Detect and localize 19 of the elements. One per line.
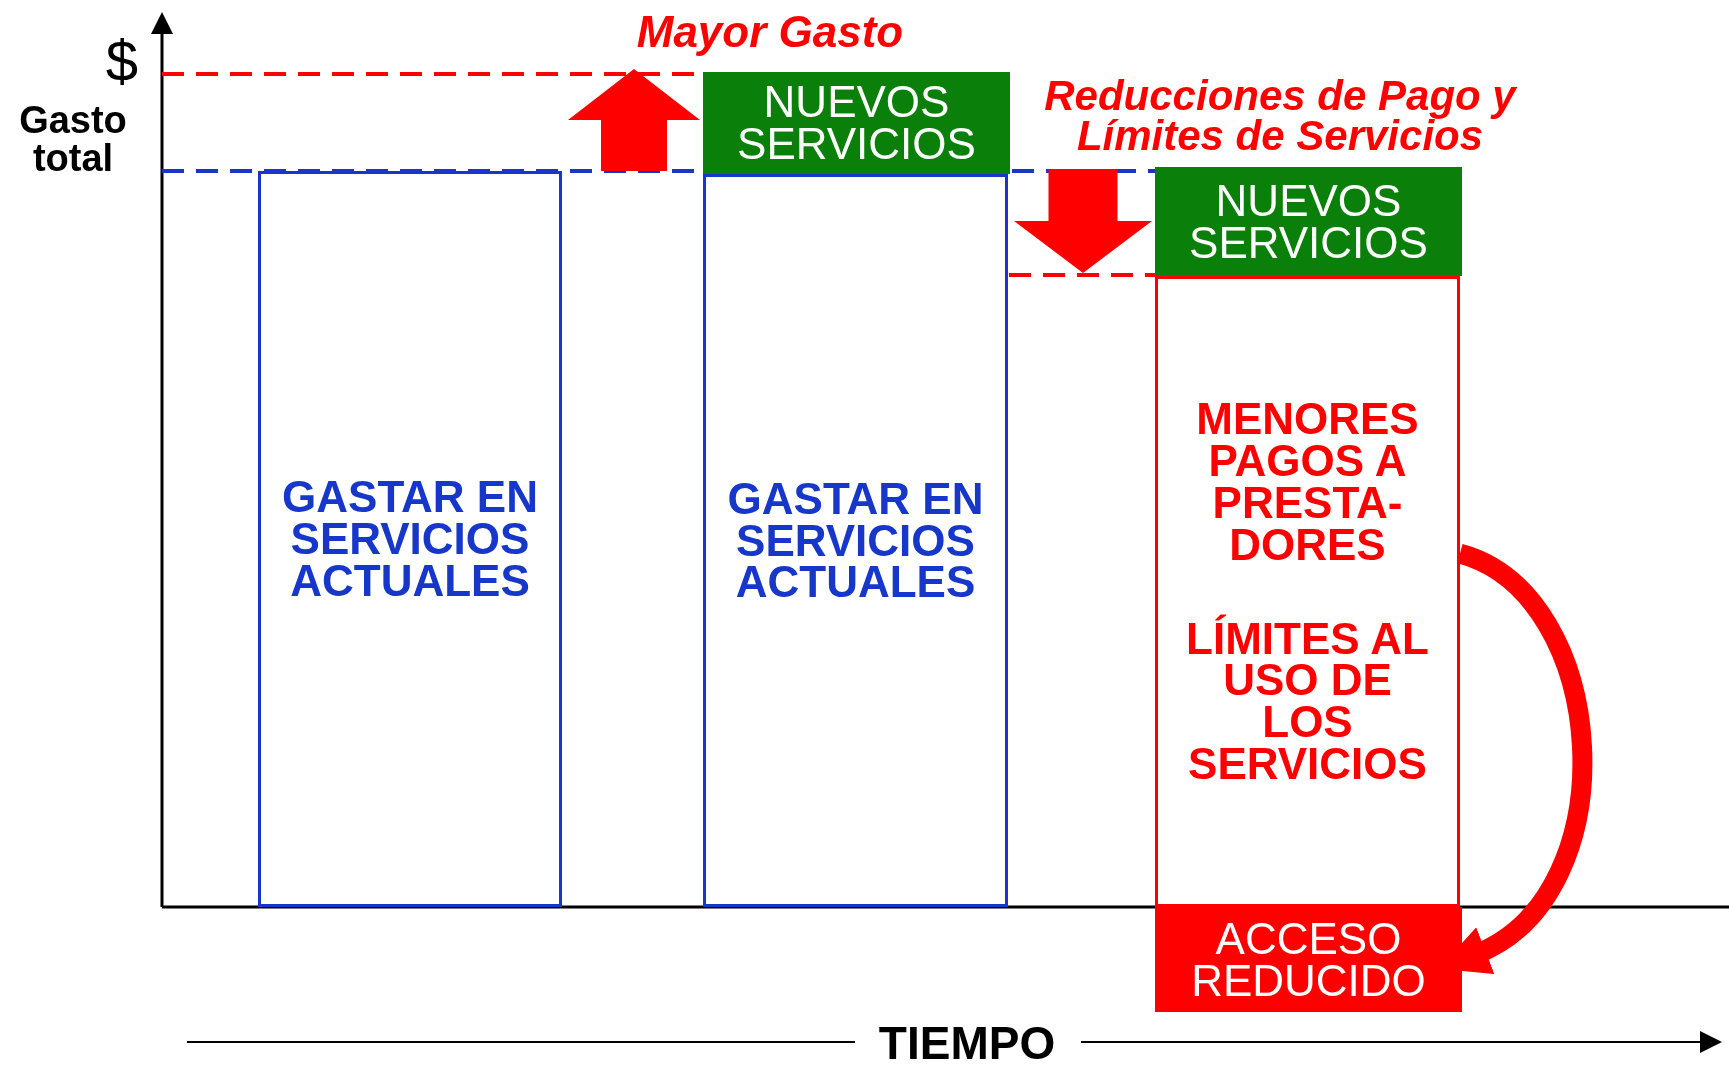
block-arrow xyxy=(1014,169,1152,273)
new-services-block xyxy=(703,72,1010,174)
annotation-text: Mayor Gasto xyxy=(635,10,905,54)
reduced-spending-bar xyxy=(1155,276,1460,907)
bar-text: NUEVOS SERVICIOS xyxy=(736,81,977,165)
bar-text: NUEVOS SERVICIOS xyxy=(1188,179,1429,264)
bar-text: ACCESO REDUCIDO xyxy=(1190,917,1427,1002)
spending-bar xyxy=(703,174,1008,907)
currency-symbol: $ xyxy=(104,32,140,90)
new-services-block xyxy=(1155,167,1462,276)
block-arrow xyxy=(568,69,700,171)
annotation-text: Reducciones de Pago y Límites de Servicios xyxy=(1043,76,1518,156)
axis-label: Gasto total xyxy=(18,101,128,177)
bar-text: MENORES PAGOS A PRESTA- DORES xyxy=(1195,398,1420,566)
axis-label: TIEMPO xyxy=(877,1020,1057,1066)
spending-bar xyxy=(258,171,562,907)
bar-text: GASTAR EN SERVICIOS ACTUALES xyxy=(281,476,539,602)
bar-text: GASTAR EN SERVICIOS ACTUALES xyxy=(726,477,985,604)
reduced-access-block xyxy=(1155,907,1462,1012)
